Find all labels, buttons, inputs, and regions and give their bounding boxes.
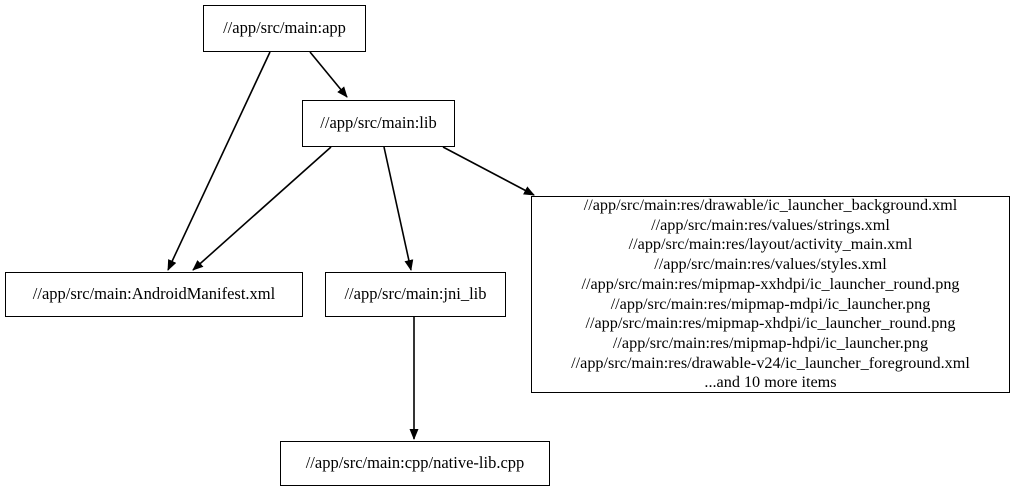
edge-app-to-manifest [167,51,271,271]
node-jni-lib-label: //app/src/main:jni_lib [344,284,487,304]
node-app[interactable]: //app/src/main:app [203,5,366,52]
node-lib-label: //app/src/main:lib [320,113,437,133]
node-android-manifest-label: //app/src/main:AndroidManifest.xml [32,284,276,304]
node-res-group[interactable]: //app/src/main:res/drawable/ic_launcher_… [531,196,1010,393]
node-lib[interactable]: //app/src/main:lib [302,100,455,147]
node-native-lib-cpp[interactable]: //app/src/main:cpp/native-lib.cpp [280,441,550,486]
node-jni-lib[interactable]: //app/src/main:jni_lib [325,272,506,317]
edge-app-to-lib [309,51,348,98]
node-android-manifest[interactable]: //app/src/main:AndroidManifest.xml [5,272,303,317]
edge-lib-to-res [442,146,535,196]
edge-lib-to-manifest [192,146,332,271]
node-app-label: //app/src/main:app [223,18,346,38]
node-native-lib-cpp-label: //app/src/main:cpp/native-lib.cpp [305,453,525,473]
edge-lib-to-jni-lib [383,146,414,271]
node-res-group-label: //app/src/main:res/drawable/ic_launcher_… [571,195,970,392]
